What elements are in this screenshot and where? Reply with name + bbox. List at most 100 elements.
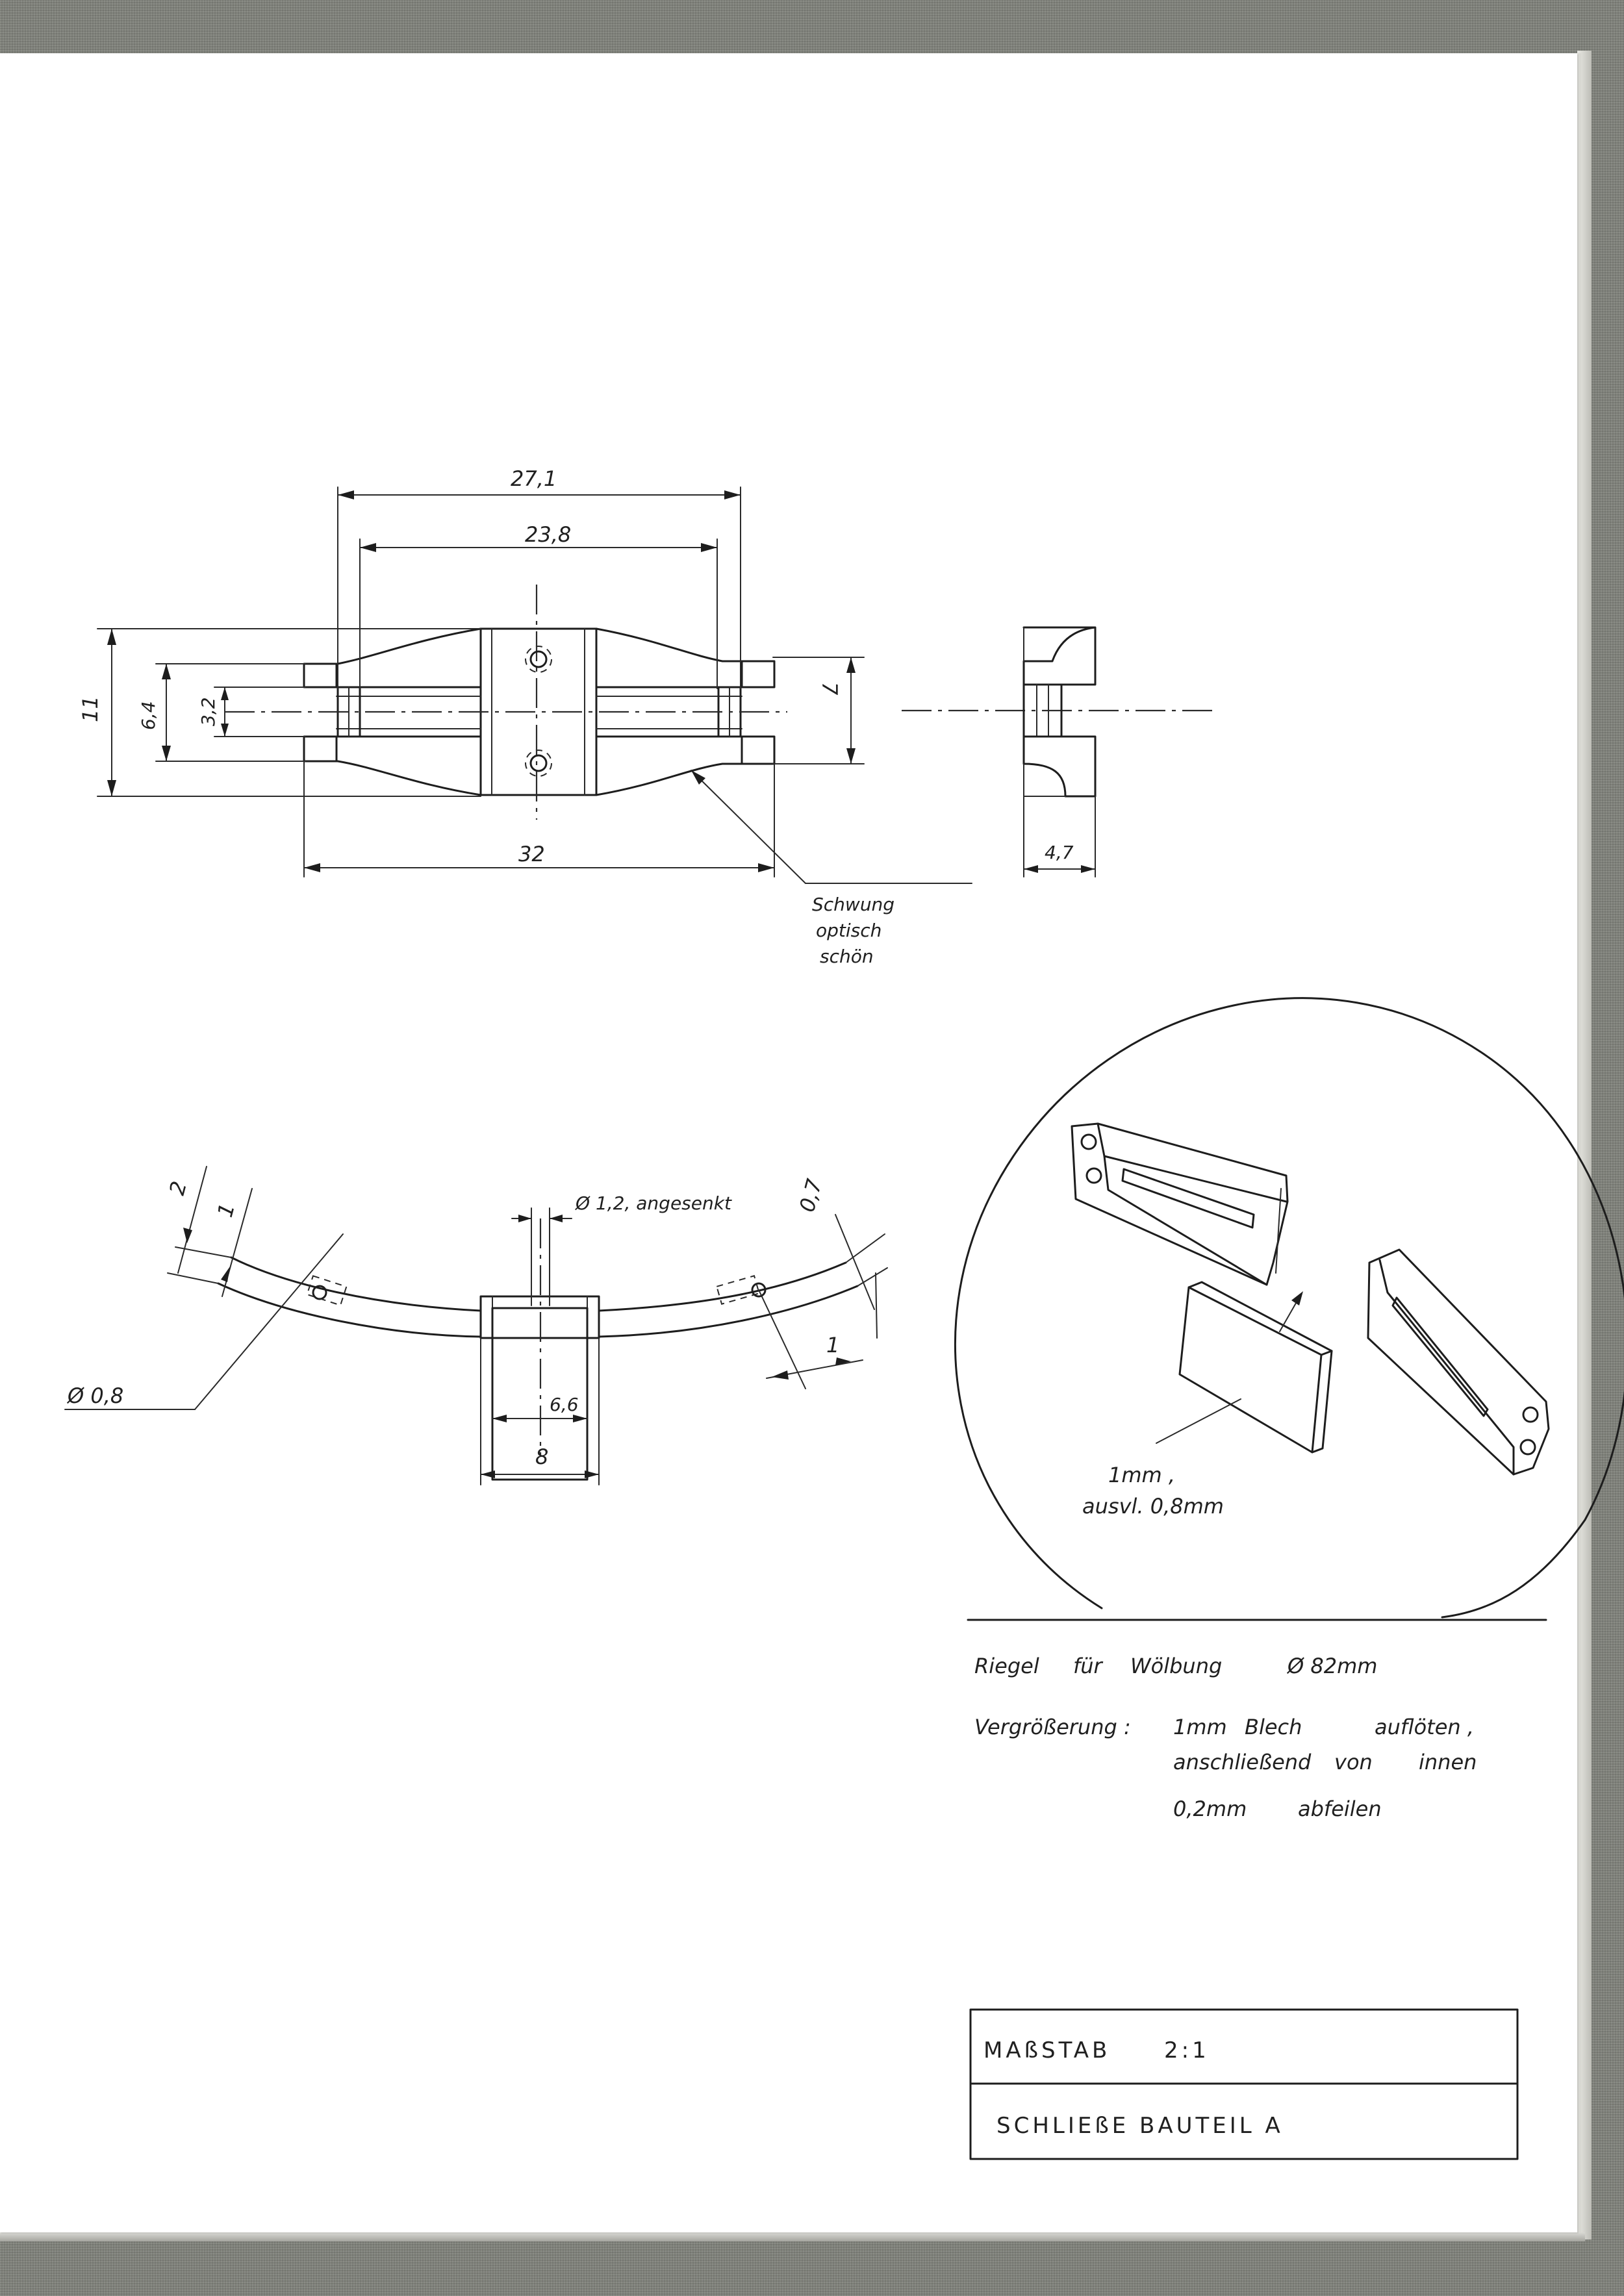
arrow-1-right-b xyxy=(835,1357,851,1365)
scale-value: 2:1 xyxy=(1164,2037,1210,2063)
wing-upper-left xyxy=(304,627,482,665)
hole-bottom xyxy=(529,754,548,772)
latch-bar-hole-2 xyxy=(1085,1167,1102,1184)
pin-dia-label: Ø 0,8 xyxy=(66,1383,123,1408)
side-upper xyxy=(1022,626,1097,686)
latch-bar-end xyxy=(1275,1188,1282,1274)
arrow-3-2-top xyxy=(221,687,229,700)
latch-bar-rotated xyxy=(1367,1248,1550,1476)
sheet-bottom-edge xyxy=(0,2232,1585,2241)
note-aufloten: auflöten , xyxy=(1375,1715,1474,1739)
detail-circle xyxy=(954,997,1624,1619)
dim-0-7-label: 0,7 xyxy=(794,1176,827,1215)
arrow-23-left xyxy=(360,543,376,552)
hole-dim-arrow-left xyxy=(518,1215,531,1222)
arrow-1-left xyxy=(221,1267,230,1282)
pin-dia-leader xyxy=(194,1233,344,1410)
dim-1-right-label: 1 xyxy=(826,1333,839,1357)
drawing-title: SCHLIEßE BAUTEIL A xyxy=(996,2113,1284,2139)
dim-2-label: 2 xyxy=(164,1179,192,1198)
detail-leader xyxy=(1156,1398,1241,1444)
ext-right-top xyxy=(845,1233,885,1263)
sheet-edge xyxy=(1577,51,1592,2239)
curved-view: Ø 1,2, angesenkt 2 1 0,7 1 Ø 0,8 6,6 xyxy=(64,1166,888,1485)
arrow-1-right-a xyxy=(772,1370,789,1380)
dim-27-1-label: 27,1 xyxy=(511,466,557,491)
latch-rot-hole-1 xyxy=(1522,1406,1539,1423)
dim-1-left-label: 1 xyxy=(212,1201,240,1220)
latch-rot-slot xyxy=(1391,1296,1489,1417)
arrow-8-right xyxy=(585,1470,599,1478)
note-vergrosserung: Vergrößerung : xyxy=(974,1715,1131,1739)
drawing-sheet xyxy=(0,53,1577,2232)
pin-hole-right-hidden xyxy=(716,1275,760,1305)
ext-right-end xyxy=(875,1272,878,1339)
dim-32-label: 32 xyxy=(518,842,545,866)
plate-front xyxy=(1178,1286,1323,1454)
notes: Riegel für Wölbung Ø 82mm Vergrößerung :… xyxy=(974,1654,1477,1821)
arrow-6-4-bottom xyxy=(162,746,171,761)
latch-bar-hole-1 xyxy=(1080,1133,1097,1150)
ear-bottom-right xyxy=(741,735,776,765)
side-view: 4,7 xyxy=(902,626,1215,877)
arrow-6-6-left xyxy=(492,1415,507,1422)
hole-top-counter xyxy=(525,646,552,673)
latch-rot-outline xyxy=(1367,1248,1550,1476)
hole-label: Ø 1,2, angesenkt xyxy=(575,1192,732,1214)
wing-lower-left xyxy=(304,760,482,796)
note-von: von xyxy=(1334,1750,1373,1774)
latch-rot-edge xyxy=(1378,1259,1515,1476)
note-abfeilen: abfeilen xyxy=(1298,1797,1382,1821)
note-blech: Blech xyxy=(1245,1715,1302,1739)
detail-view: 1mm , ausvl. 0,8mm xyxy=(954,997,1624,1621)
latch-bar xyxy=(1071,1122,1289,1286)
arrow-7-top xyxy=(846,657,856,673)
dim-11-label: 11 xyxy=(78,696,103,722)
dim-23-8-label: 23,8 xyxy=(525,522,571,547)
plate-side xyxy=(1311,1350,1333,1454)
dim-6-6-label: 6,6 xyxy=(550,1394,579,1415)
note-line-2: optisch xyxy=(816,920,882,941)
arrow-23-right xyxy=(701,543,717,552)
plate-arrow-head xyxy=(1291,1291,1303,1306)
dim-3-2-label: 3,2 xyxy=(197,697,219,726)
plate xyxy=(1178,1281,1333,1454)
latch-bar-slot xyxy=(1121,1168,1255,1229)
note-line-1: Schwung xyxy=(812,894,894,915)
arrow-6-4-top xyxy=(162,664,171,679)
detail-label-2: ausvl. 0,8mm xyxy=(1082,1494,1224,1519)
note-riegel: Riegel xyxy=(974,1654,1039,1678)
note-diameter: Ø 82mm xyxy=(1286,1654,1377,1678)
top-view: 27,1 23,8 11 6,4 3,2 7 xyxy=(78,466,972,967)
arrow-27-right xyxy=(724,490,741,499)
dim-2-line xyxy=(177,1166,207,1274)
arm-left-bottom xyxy=(217,1282,482,1338)
arrow-8-left xyxy=(481,1470,495,1478)
note-leader xyxy=(691,770,806,884)
note-line-3: schön xyxy=(820,946,874,967)
wing-upper-right xyxy=(595,627,755,662)
arrow-32-right xyxy=(758,863,774,872)
hole-top xyxy=(529,650,548,668)
ext-right-bottom xyxy=(857,1267,888,1287)
dim-7-label: 7 xyxy=(817,682,842,696)
pin-hole-right xyxy=(751,1282,767,1298)
latch-bar-top-edge xyxy=(1097,1122,1288,1203)
arrow-4-7-right xyxy=(1081,865,1095,873)
note-anschliessend: anschließend xyxy=(1173,1750,1312,1774)
note-1mm: 1mm xyxy=(1173,1715,1227,1739)
latch-bar-front-edge xyxy=(1103,1155,1268,1286)
latch-rot-hole-2 xyxy=(1519,1439,1536,1456)
title-block: MAßSTAB 2:1 SCHLIEßE BAUTEIL A xyxy=(969,2008,1519,2160)
arrow-27-left xyxy=(338,490,354,499)
note-fur: für xyxy=(1073,1654,1104,1678)
arrow-11-bottom xyxy=(107,780,116,796)
dim-0-7-line xyxy=(835,1214,875,1310)
hole-dim-arrow-right xyxy=(550,1215,563,1222)
side-lower xyxy=(1022,735,1097,798)
arrow-32-left xyxy=(304,863,320,872)
note-0-2mm: 0,2mm xyxy=(1173,1797,1247,1821)
arrow-6-6-right xyxy=(573,1415,587,1422)
ear-top-right xyxy=(741,660,776,688)
